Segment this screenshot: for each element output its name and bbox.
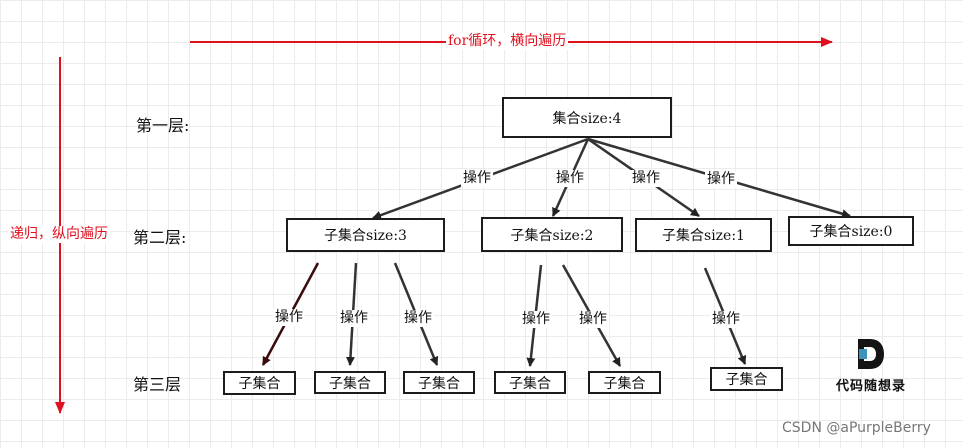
edge-label: 操作 [554, 170, 586, 187]
edge-label: 操作 [338, 310, 370, 327]
edge-label: 操作 [710, 311, 742, 328]
leaf-node-5: 子集合 [588, 371, 661, 394]
node-size0: 子集合size:0 [788, 216, 914, 246]
edge-label: 操作 [520, 311, 552, 328]
d-logo-icon [858, 339, 884, 369]
level-label-3: 第三层 [133, 375, 182, 394]
level-label-1: 第一层: [136, 116, 190, 135]
level-label-2: 第二层: [133, 228, 187, 247]
leaf-node-4: 子集合 [494, 371, 566, 394]
edge-label: 操作 [402, 310, 434, 327]
node-size2: 子集合size:2 [481, 217, 623, 252]
node-size1: 子集合size:1 [635, 218, 772, 252]
edge-label: 操作 [705, 171, 737, 188]
horizontal-traversal-label: for循环，横向遍历 [446, 33, 569, 50]
leaf-node-1: 子集合 [223, 371, 296, 395]
edge-label: 操作 [273, 309, 305, 326]
vertical-traversal-label: 递归，纵向遍历 [8, 226, 110, 243]
edge-label: 操作 [630, 170, 662, 187]
leaf-node-2: 子集合 [314, 371, 386, 394]
edge-label: 操作 [577, 311, 609, 328]
logo-text: 代码随想录 [835, 379, 906, 394]
watermark: CSDN @aPurpleBerry [782, 420, 931, 436]
brand-logo: 代码随想录 [826, 339, 916, 394]
leaf-node-6: 子集合 [710, 367, 783, 391]
node-size3: 子集合size:3 [286, 218, 445, 252]
edge-label: 操作 [461, 170, 493, 187]
root-node: 集合size:4 [502, 97, 672, 138]
leaf-node-3: 子集合 [403, 371, 475, 394]
